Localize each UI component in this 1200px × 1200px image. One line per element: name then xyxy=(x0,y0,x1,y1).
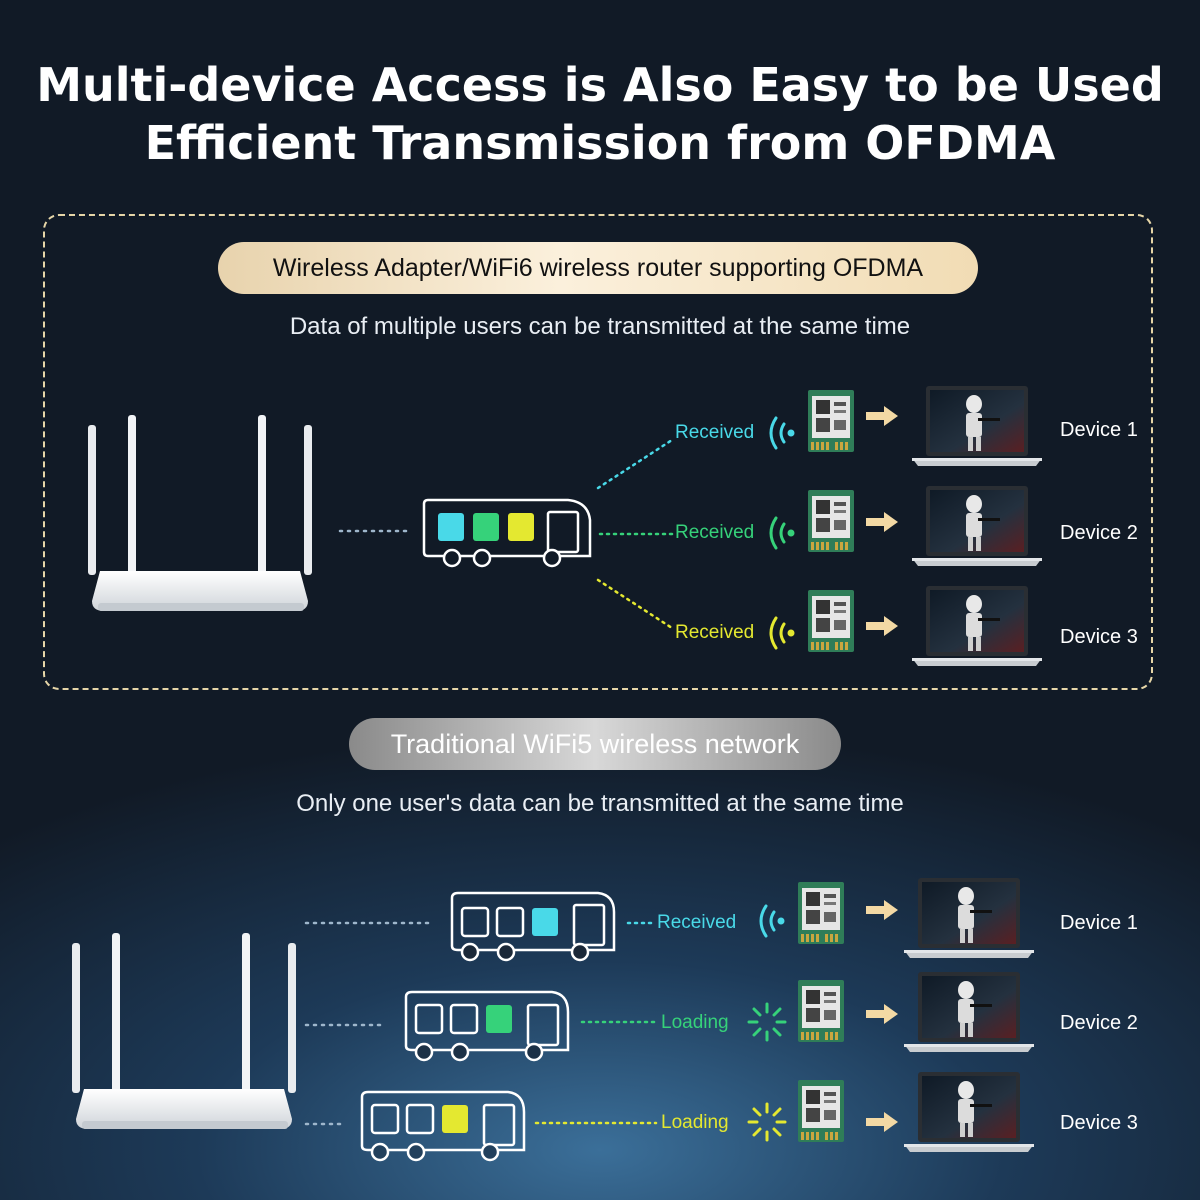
router-icon xyxy=(72,933,296,1129)
title-line-1: Multi-device Access is Also Easy to be U… xyxy=(36,58,1164,112)
bus-icon xyxy=(404,990,570,1062)
arrow-right-icon xyxy=(866,1112,898,1132)
wifi-signal-icon xyxy=(759,904,785,938)
ofdma-badge: Wireless Adapter/WiFi6 wireless router s… xyxy=(218,242,978,294)
ofdma-status-2: Received xyxy=(675,522,755,543)
wifi5-status-2: Loading xyxy=(661,1012,729,1033)
laptop-icon xyxy=(904,878,1034,958)
laptop-icon xyxy=(904,1072,1034,1152)
laptop-icon xyxy=(912,586,1042,666)
loading-icon xyxy=(747,1102,787,1142)
ofdma-device-2: Device 2 xyxy=(1060,522,1138,544)
wifi5-device-3: Device 3 xyxy=(1060,1112,1138,1134)
arrow-right-icon xyxy=(866,406,898,426)
bus-icon xyxy=(422,498,592,568)
wifi-card-icon xyxy=(808,390,854,452)
wifi5-subtitle: Only one user's data can be transmitted … xyxy=(296,790,904,817)
wifi5-status-1: Received xyxy=(657,912,737,933)
ofdma-status-3: Received xyxy=(675,622,755,643)
ofdma-device-1: Device 1 xyxy=(1060,419,1138,441)
wifi-card-icon xyxy=(808,490,854,552)
arrow-right-icon xyxy=(866,1004,898,1024)
ofdma-status-1: Received xyxy=(675,422,755,443)
wifi5-status-3: Loading xyxy=(661,1112,729,1133)
wifi5-device-2: Device 2 xyxy=(1060,1012,1138,1034)
bus-icon xyxy=(360,1090,526,1162)
wifi-card-icon xyxy=(798,1080,844,1142)
wifi-card-icon xyxy=(798,980,844,1042)
laptop-icon xyxy=(912,486,1042,566)
laptop-icon xyxy=(904,972,1034,1052)
wifi-card-icon xyxy=(798,882,844,944)
laptop-icon xyxy=(912,386,1042,466)
router-icon xyxy=(88,415,312,611)
arrow-right-icon xyxy=(866,616,898,636)
arrow-right-icon xyxy=(866,512,898,532)
ofdma-device-3: Device 3 xyxy=(1060,626,1138,648)
title-line-2: Efficient Transmission from OFDMA xyxy=(144,116,1056,170)
wifi-signal-icon xyxy=(769,416,795,650)
loading-icon xyxy=(747,1002,787,1042)
wifi5-badge: Traditional WiFi5 wireless network xyxy=(349,718,841,770)
arrow-right-icon xyxy=(866,900,898,920)
ofdma-subtitle: Data of multiple users can be transmitte… xyxy=(289,313,911,340)
ofdma-panel xyxy=(43,214,1153,690)
wifi-card-icon xyxy=(808,590,854,652)
wifi5-device-1: Device 1 xyxy=(1060,912,1138,934)
bus-icon xyxy=(450,891,616,962)
